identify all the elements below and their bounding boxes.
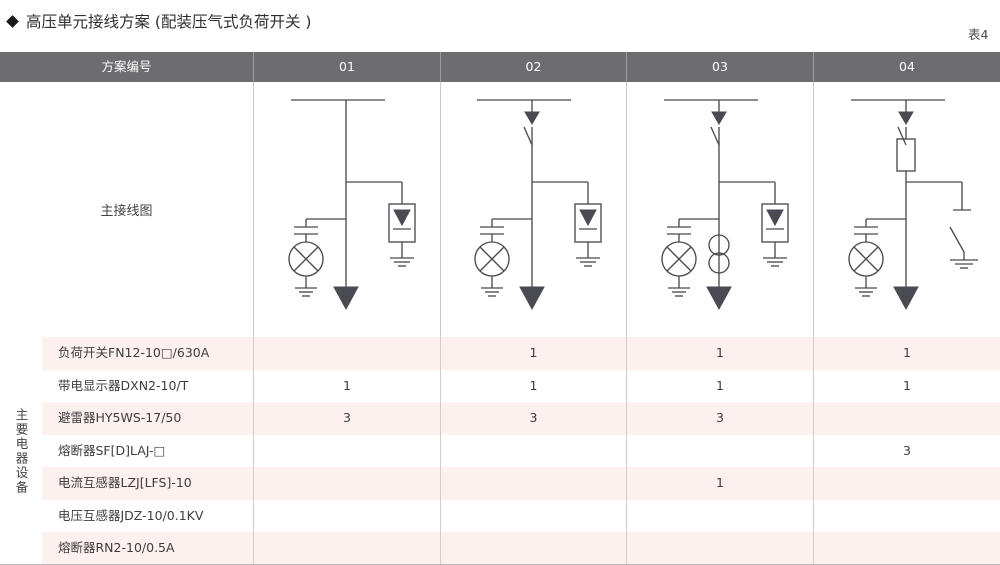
column-divider bbox=[253, 82, 254, 337]
column-divider bbox=[813, 337, 814, 565]
scheme-diagram-01 bbox=[288, 99, 416, 311]
page-title: 高压单元接线方案 (配装压气式负荷开关 ) bbox=[6, 10, 312, 32]
equipment-qty-01 bbox=[254, 500, 440, 533]
equipment-side-label: 主要电器设备 bbox=[0, 337, 43, 565]
load-switch-blade bbox=[897, 126, 907, 146]
equipment-qty-04 bbox=[814, 532, 1000, 565]
header-scheme-number-label: 方案编号 bbox=[101, 59, 152, 74]
column-divider bbox=[626, 337, 627, 565]
load-switch-contact bbox=[524, 111, 540, 125]
page-title-text: 高压单元接线方案 (配装压气式负荷开关 ) bbox=[26, 13, 312, 31]
table-row: 负荷开关FN12-10□/630A 1 1 1 bbox=[42, 337, 1000, 370]
equipment-qty-01 bbox=[254, 337, 440, 370]
header-col-04: 04 bbox=[899, 59, 915, 74]
equipment-name: 熔断器SF[D]LAJ-□ bbox=[58, 442, 166, 458]
cable-termination-arrow bbox=[706, 286, 732, 311]
equipment-side-label-text: 主要电器设备 bbox=[13, 407, 29, 495]
equipment-qty-02 bbox=[441, 467, 626, 500]
cable-termination-arrow bbox=[893, 286, 919, 311]
main-wiring-diagram-label: 主接线图 bbox=[100, 204, 153, 219]
equipment-qty-03 bbox=[627, 500, 813, 533]
header-separator bbox=[813, 52, 814, 82]
table-row: 电压互感器JDZ-10/0.1KV bbox=[42, 499, 1000, 533]
load-switch-contact bbox=[711, 111, 727, 125]
header-separator bbox=[626, 52, 627, 82]
equipment-qty-03: 1 bbox=[716, 377, 724, 393]
arrester-triangle bbox=[393, 209, 411, 227]
header-separator bbox=[253, 52, 254, 82]
cable-termination-arrow bbox=[333, 286, 359, 311]
equipment-qty-04: 3 bbox=[903, 442, 911, 458]
column-divider bbox=[440, 337, 441, 565]
equipment-qty-03: 1 bbox=[716, 345, 724, 360]
header-col-02: 02 bbox=[525, 59, 542, 74]
equipment-qty-02 bbox=[441, 500, 626, 533]
load-switch-contact bbox=[898, 111, 914, 125]
column-divider bbox=[253, 337, 254, 565]
equipment-qty-02: 1 bbox=[529, 345, 538, 360]
scheme-diagram-03 bbox=[661, 99, 789, 311]
equipment-qty-02: 1 bbox=[529, 377, 538, 393]
cable-termination-arrow bbox=[519, 286, 545, 311]
equipment-qty-01: 3 bbox=[343, 410, 351, 426]
equipment-qty-03 bbox=[627, 435, 813, 468]
equipment-qty-04: 1 bbox=[903, 377, 911, 393]
load-switch-blade bbox=[523, 126, 533, 146]
equipment-qty-03 bbox=[627, 532, 813, 565]
equipment-qty-01: 1 bbox=[343, 377, 351, 393]
column-divider bbox=[626, 82, 627, 337]
arrester-triangle bbox=[579, 209, 597, 227]
document-heading: 高压单元接线方案 (配装压气式负荷开关 ) 表4 bbox=[0, 0, 1000, 52]
wiring-scheme-table: 方案编号 01 02 03 04 主接线图 bbox=[0, 52, 1000, 565]
header-separator bbox=[440, 52, 441, 82]
equipment-name: 熔断器RN2-10/0.5A bbox=[58, 540, 175, 556]
header-col-03: 03 bbox=[712, 59, 728, 74]
header-col-01: 01 bbox=[339, 59, 355, 74]
table-row: 电流互感器LZJ[LFS]-10 1 bbox=[42, 467, 1000, 500]
equipment-qty-02 bbox=[441, 532, 626, 565]
table-row: 熔断器RN2-10/0.5A bbox=[42, 532, 1000, 565]
equipment-qty-04: 1 bbox=[903, 345, 911, 360]
diamond-bullet-icon bbox=[6, 15, 19, 28]
equipment-qty-01 bbox=[254, 435, 440, 468]
table-row: 带电显示器DXN2-10/T 1 1 1 1 bbox=[42, 369, 1000, 403]
equipment-qty-04 bbox=[814, 402, 1000, 435]
equipment-rows: 负荷开关FN12-10□/630A 1 1 1 带电显示器DXN2-10/T 1… bbox=[42, 337, 1000, 565]
equipment-qty-03: 1 bbox=[716, 475, 724, 491]
equipment-qty-02 bbox=[441, 435, 626, 468]
table-number-label: 表4 bbox=[968, 27, 989, 42]
equipment-qty-03: 3 bbox=[716, 410, 724, 426]
scheme-diagram-02 bbox=[474, 99, 602, 311]
equipment-name: 负荷开关FN12-10□/630A bbox=[58, 345, 210, 360]
table-row: 避雷器HY5WS-17/50 3 3 3 bbox=[42, 402, 1000, 435]
column-divider bbox=[813, 82, 814, 337]
equipment-qty-01 bbox=[254, 532, 440, 565]
current-transformer-coil bbox=[708, 252, 730, 274]
earthing-switch-blade bbox=[949, 226, 965, 253]
equipment-name: 带电显示器DXN2-10/T bbox=[58, 377, 189, 393]
equipment-name: 电压互感器JDZ-10/0.1KV bbox=[58, 507, 204, 523]
table-row: 熔断器SF[D]LAJ-□ 3 bbox=[42, 434, 1000, 468]
table-header-row: 方案编号 01 02 03 04 bbox=[0, 52, 1000, 82]
equipment-name: 电流互感器LZJ[LFS]-10 bbox=[58, 475, 192, 491]
main-wiring-diagram-row bbox=[0, 82, 1000, 338]
current-transformer-coil bbox=[708, 234, 730, 256]
equipment-qty-01 bbox=[254, 467, 440, 500]
scheme-diagram-04 bbox=[848, 99, 978, 311]
equipment-name: 避雷器HY5WS-17/50 bbox=[58, 410, 182, 426]
equipment-list-block: 主要电器设备 负荷开关FN12-10□/630A 1 1 1 带电显示器DXN2… bbox=[0, 337, 1000, 565]
column-divider bbox=[440, 82, 441, 337]
equipment-qty-04 bbox=[814, 500, 1000, 533]
equipment-qty-02: 3 bbox=[529, 410, 538, 426]
load-switch-blade bbox=[710, 126, 720, 146]
equipment-qty-04 bbox=[814, 467, 1000, 500]
arrester-triangle bbox=[766, 209, 784, 227]
